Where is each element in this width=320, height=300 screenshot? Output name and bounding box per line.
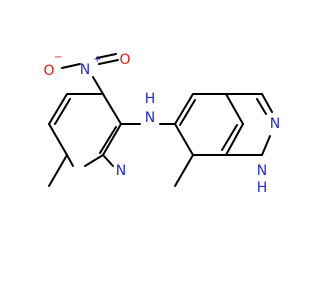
bond: [102, 93, 122, 125]
bond: [225, 93, 244, 125]
indazole-benzene-ring: [174, 93, 244, 187]
bond: [174, 93, 194, 125]
pyridine-nitrogen: N: [116, 163, 126, 179]
positive-charge: +: [93, 54, 101, 65]
bond: [221, 124, 238, 151]
indazole-n1-hydrogen: H: [257, 180, 268, 196]
bond: [99, 126, 117, 154]
bond: [174, 123, 194, 156]
bond: [48, 123, 68, 156]
indazole-n2-nitrogen: N: [270, 116, 280, 132]
oxygen-atom: O: [43, 63, 54, 79]
indazole-n1-nitrogen: N: [257, 163, 267, 179]
molecule-diagram: O − N + O N N H N N H: [43, 52, 280, 196]
bond: [102, 123, 122, 156]
nitro-group: O − N + O: [43, 52, 131, 95]
nitrogen-atom: N: [80, 62, 90, 78]
bond: [261, 93, 273, 113]
bond: [225, 123, 244, 156]
bond: [102, 154, 114, 167]
bond: [84, 154, 104, 167]
bond: [92, 76, 104, 95]
bond: [96, 53, 117, 59]
indazole-pyrazole-ring: N N H: [225, 93, 280, 196]
amine-linker: N H: [120, 91, 176, 126]
bond: [261, 135, 271, 156]
bond: [48, 93, 68, 125]
methyl-bond: [174, 154, 194, 187]
bond: [61, 63, 81, 69]
bond: [179, 99, 196, 126]
bond: [256, 98, 267, 115]
pyridine-ring: [48, 93, 122, 187]
bond: [98, 59, 119, 65]
bond: [54, 98, 71, 125]
bond: [66, 154, 74, 167]
amine-nitrogen: N: [145, 110, 155, 126]
negative-charge: −: [54, 52, 62, 63]
methyl-bond: [48, 154, 68, 187]
oxygen-atom: O: [119, 52, 130, 68]
amine-hydrogen: H: [145, 91, 156, 107]
